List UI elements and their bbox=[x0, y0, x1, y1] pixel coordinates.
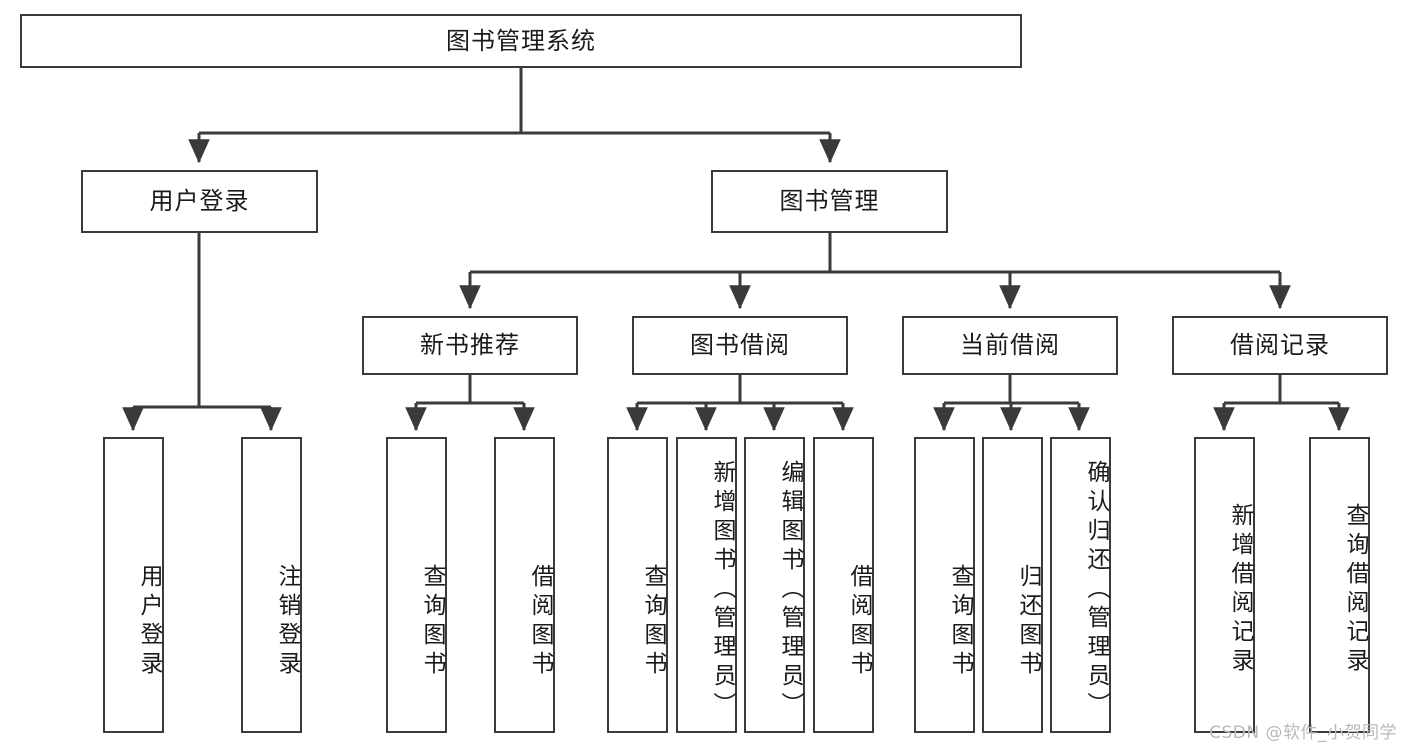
node-label: 用户登录 bbox=[136, 564, 162, 680]
node-label: 查询借阅记录 bbox=[1342, 503, 1368, 677]
leaf-current-borrow-return-book[interactable]: 归还图书 bbox=[982, 437, 1043, 733]
node-label: 查询图书 bbox=[419, 564, 445, 680]
leaf-borrow-records-query-record[interactable]: 查询借阅记录 bbox=[1309, 437, 1370, 733]
leaf-current-borrow-query-book[interactable]: 查询图书 bbox=[914, 437, 975, 733]
node-label: 确认归还（管理员） bbox=[1083, 459, 1109, 721]
leaf-book-borrow-edit-book-admin[interactable]: 编辑图书（管理员） bbox=[744, 437, 805, 733]
node-current-borrow[interactable]: 当前借阅 bbox=[902, 316, 1118, 375]
node-label: 查询图书 bbox=[640, 564, 666, 680]
node-book-management-system[interactable]: 图书管理系统 bbox=[20, 14, 1022, 68]
node-label: 图书管理 bbox=[779, 187, 880, 216]
node-label: 注销登录 bbox=[274, 564, 300, 680]
node-label: 查询图书 bbox=[947, 564, 973, 680]
leaf-borrow-records-add-record[interactable]: 新增借阅记录 bbox=[1194, 437, 1255, 733]
node-label: 编辑图书（管理员） bbox=[777, 459, 803, 721]
leaf-user-login-logout[interactable]: 注销登录 bbox=[241, 437, 302, 733]
leaf-book-borrow-add-book-admin[interactable]: 新增图书（管理员） bbox=[676, 437, 737, 733]
node-book-borrow[interactable]: 图书借阅 bbox=[632, 316, 848, 375]
node-label: 新书推荐 bbox=[420, 331, 520, 360]
node-label: 用户登录 bbox=[149, 187, 250, 216]
node-new-book-recommend[interactable]: 新书推荐 bbox=[362, 316, 578, 375]
leaf-new-book-borrow-book[interactable]: 借阅图书 bbox=[494, 437, 555, 733]
node-label: 图书借阅 bbox=[690, 331, 790, 360]
node-label: 借阅图书 bbox=[846, 564, 872, 680]
node-label: 新增借阅记录 bbox=[1227, 503, 1253, 677]
node-label: 借阅图书 bbox=[527, 564, 553, 680]
node-borrow-records[interactable]: 借阅记录 bbox=[1172, 316, 1388, 375]
leaf-book-borrow-borrow-book[interactable]: 借阅图书 bbox=[813, 437, 874, 733]
node-book-management[interactable]: 图书管理 bbox=[711, 170, 948, 233]
node-label: 新增图书（管理员） bbox=[709, 459, 735, 721]
watermark-text: CSDN @软件_小贺同学 bbox=[1209, 723, 1397, 743]
node-label: 当前借阅 bbox=[960, 331, 1060, 360]
node-label: 归还图书 bbox=[1015, 564, 1041, 680]
leaf-user-login-login[interactable]: 用户登录 bbox=[103, 437, 164, 733]
node-label: 借阅记录 bbox=[1230, 331, 1330, 360]
leaf-current-borrow-confirm-return-admin[interactable]: 确认归还（管理员） bbox=[1050, 437, 1111, 733]
leaf-book-borrow-query-book[interactable]: 查询图书 bbox=[607, 437, 668, 733]
leaf-new-book-query-book[interactable]: 查询图书 bbox=[386, 437, 447, 733]
node-label: 图书管理系统 bbox=[446, 26, 596, 55]
node-user-login[interactable]: 用户登录 bbox=[81, 170, 318, 233]
